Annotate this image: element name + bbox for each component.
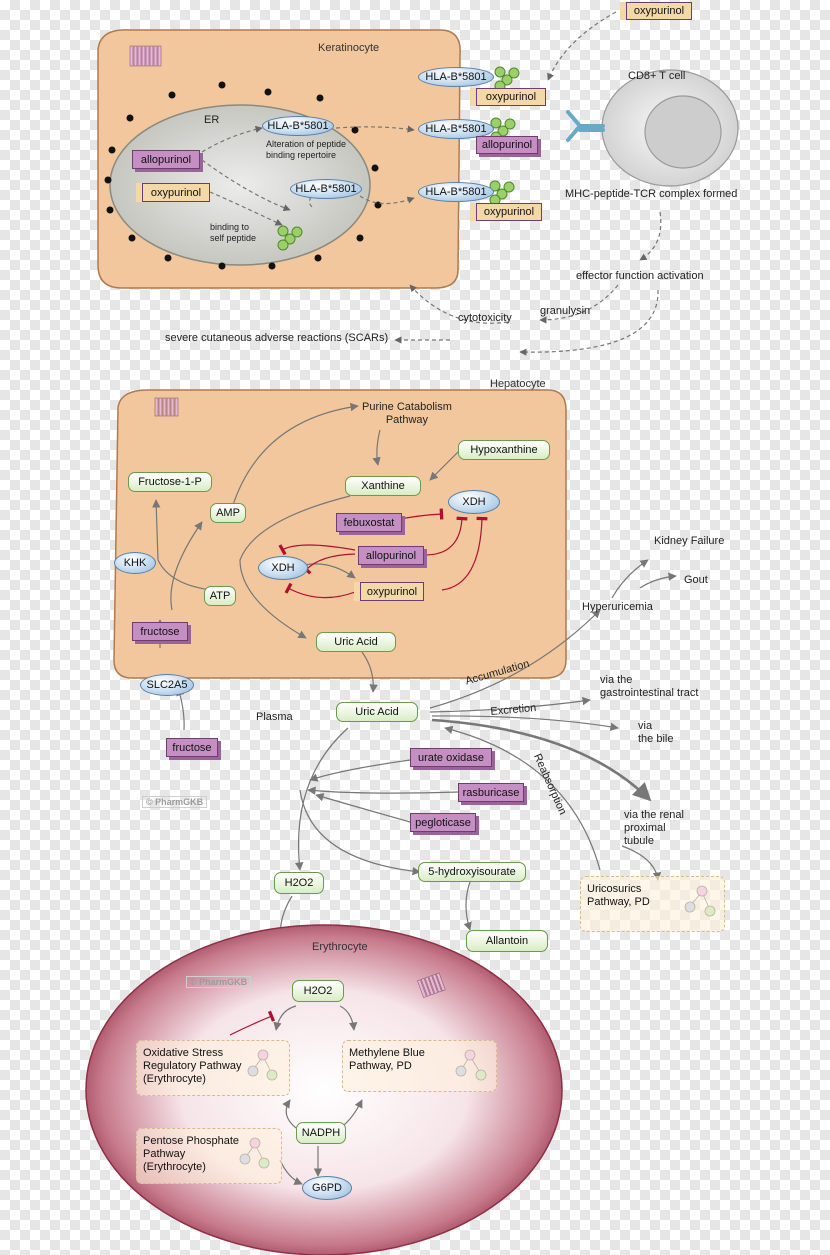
binding-note: binding to self peptide (210, 222, 257, 243)
er-label: ER (204, 114, 220, 126)
hla-b5801-surface-3: HLA-B*5801 (418, 182, 494, 202)
via-renal-label: via the renal proximal tubule (624, 809, 684, 847)
oxypurinol-drug-er: oxypurinol (142, 183, 210, 202)
alteration-note: Alteration of peptide binding repertoire (266, 139, 347, 160)
slc2a5-node: SLC2A5 (140, 674, 194, 696)
oxypurinol-drug: oxypurinol (360, 582, 424, 601)
hla-b5801-er-top: HLA-B*5801 (262, 116, 334, 136)
g6pd-node: G6PD (302, 1176, 352, 1200)
allantoin-node: Allantoin (466, 930, 548, 952)
oxidative-stress-pathway[interactable]: Oxidative Stress Regulatory Pathway (Ery… (136, 1040, 290, 1096)
via-gi-label: via the gastrointestinal tract (600, 674, 699, 699)
hla-b5801-surface-2: HLA-B*5801 (418, 119, 494, 139)
hla-b5801-surface-1: HLA-B*5801 (418, 67, 494, 87)
kidney-failure-label: Kidney Failure (654, 535, 725, 547)
nadph-node: NADPH (296, 1122, 346, 1144)
scars-label: severe cutaneous adverse reactions (SCAR… (165, 332, 389, 344)
membrane-channel-icon (129, 45, 162, 67)
pharmgkb-watermark-plasma: © PharmGKB (142, 796, 208, 808)
amp-node: AMP (210, 503, 246, 523)
hydroxyisourate-node: 5-hydroxyisourate (418, 862, 526, 882)
erythrocyte-title: Erythrocyte (312, 941, 368, 953)
fructose-drug-hepatocyte: fructose (132, 622, 188, 641)
pentose-phosphate-pathway[interactable]: Pentose Phosphate Pathway (Erythrocyte) (136, 1128, 282, 1184)
hypoxanthine-node: Hypoxanthine (458, 440, 550, 460)
effector-label: effector function activation (576, 270, 704, 282)
xdh-left-node: XDH (258, 556, 308, 580)
pentose-phosphate-label: Pentose Phosphate Pathway (Erythrocyte) (143, 1135, 240, 1173)
hyperuricemia-label: Hyperuricemia (582, 601, 653, 613)
oxypurinol-top: oxypurinol (626, 2, 692, 20)
complex-label: MHC-peptide-TCR complex formed (565, 188, 738, 200)
febuxostat-drug: febuxostat (336, 513, 402, 532)
t-cell-nucleus (644, 95, 722, 169)
hepatocyte-membrane-channel-icon (154, 397, 179, 417)
uricosurics-pathway[interactable]: Uricosurics Pathway, PD (580, 876, 725, 932)
h2o2-erythrocyte-node: H2O2 (292, 980, 344, 1002)
xanthine-node: Xanthine (345, 476, 421, 496)
methylene-blue-pathway[interactable]: Methylene Blue Pathway, PD (342, 1040, 497, 1092)
pegloticase-drug: pegloticase (410, 813, 476, 832)
h2o2-plasma-node: H2O2 (274, 872, 324, 894)
allopurinol-drug: allopurinol (358, 546, 424, 565)
cytotoxicity-label: cytotoxicity (458, 312, 512, 324)
oxypurinol-surface-3: oxypurinol (476, 203, 542, 221)
hepatocyte-cell (113, 389, 567, 679)
purine-catabolism-label: Purine Catabolism Pathway (362, 401, 452, 426)
tcr-receptor-icon (566, 110, 605, 142)
khk-node: KHK (114, 552, 156, 574)
pharmgkb-watermark-erythrocyte: © PharmGKB (186, 976, 252, 988)
tcell-label: CD8+ T cell (628, 70, 686, 82)
xdh-top-node: XDH (448, 490, 500, 514)
via-bile-label: via the bile (638, 720, 674, 745)
ribosome-dots (104, 81, 382, 270)
hepatocyte-title: Hepatocyte (490, 378, 546, 390)
granulysin-label: granulysin (540, 305, 591, 317)
erythrocyte-membrane-channel-icon (417, 972, 446, 999)
hla-b5801-er-bottom: HLA-B*5801 (290, 179, 362, 199)
oxidative-stress-label: Oxidative Stress Regulatory Pathway (Ery… (143, 1047, 242, 1085)
urate-oxidase-drug: urate oxidase (410, 748, 492, 767)
uricosurics-label: Uricosurics Pathway, PD (587, 883, 650, 908)
fructose-1-p-node: Fructose-1-P (128, 472, 212, 492)
methylene-blue-label: Methylene Blue Pathway, PD (349, 1047, 425, 1072)
keratinocyte-title: Keratinocyte (318, 42, 380, 54)
allopurinol-drug-er: allopurinol (132, 150, 200, 169)
uric-acid-plasma-node: Uric Acid (336, 702, 418, 722)
atp-node: ATP (204, 586, 236, 606)
plasma-label: Plasma (256, 711, 293, 723)
oxypurinol-surface-1: oxypurinol (476, 88, 546, 106)
fructose-drug-plasma: fructose (166, 738, 218, 757)
uric-acid-hepatocyte-node: Uric Acid (316, 632, 396, 652)
allopurinol-surface-2: allopurinol (476, 136, 538, 154)
gout-label: Gout (684, 574, 708, 586)
rasburicase-drug: rasburicase (458, 783, 524, 802)
